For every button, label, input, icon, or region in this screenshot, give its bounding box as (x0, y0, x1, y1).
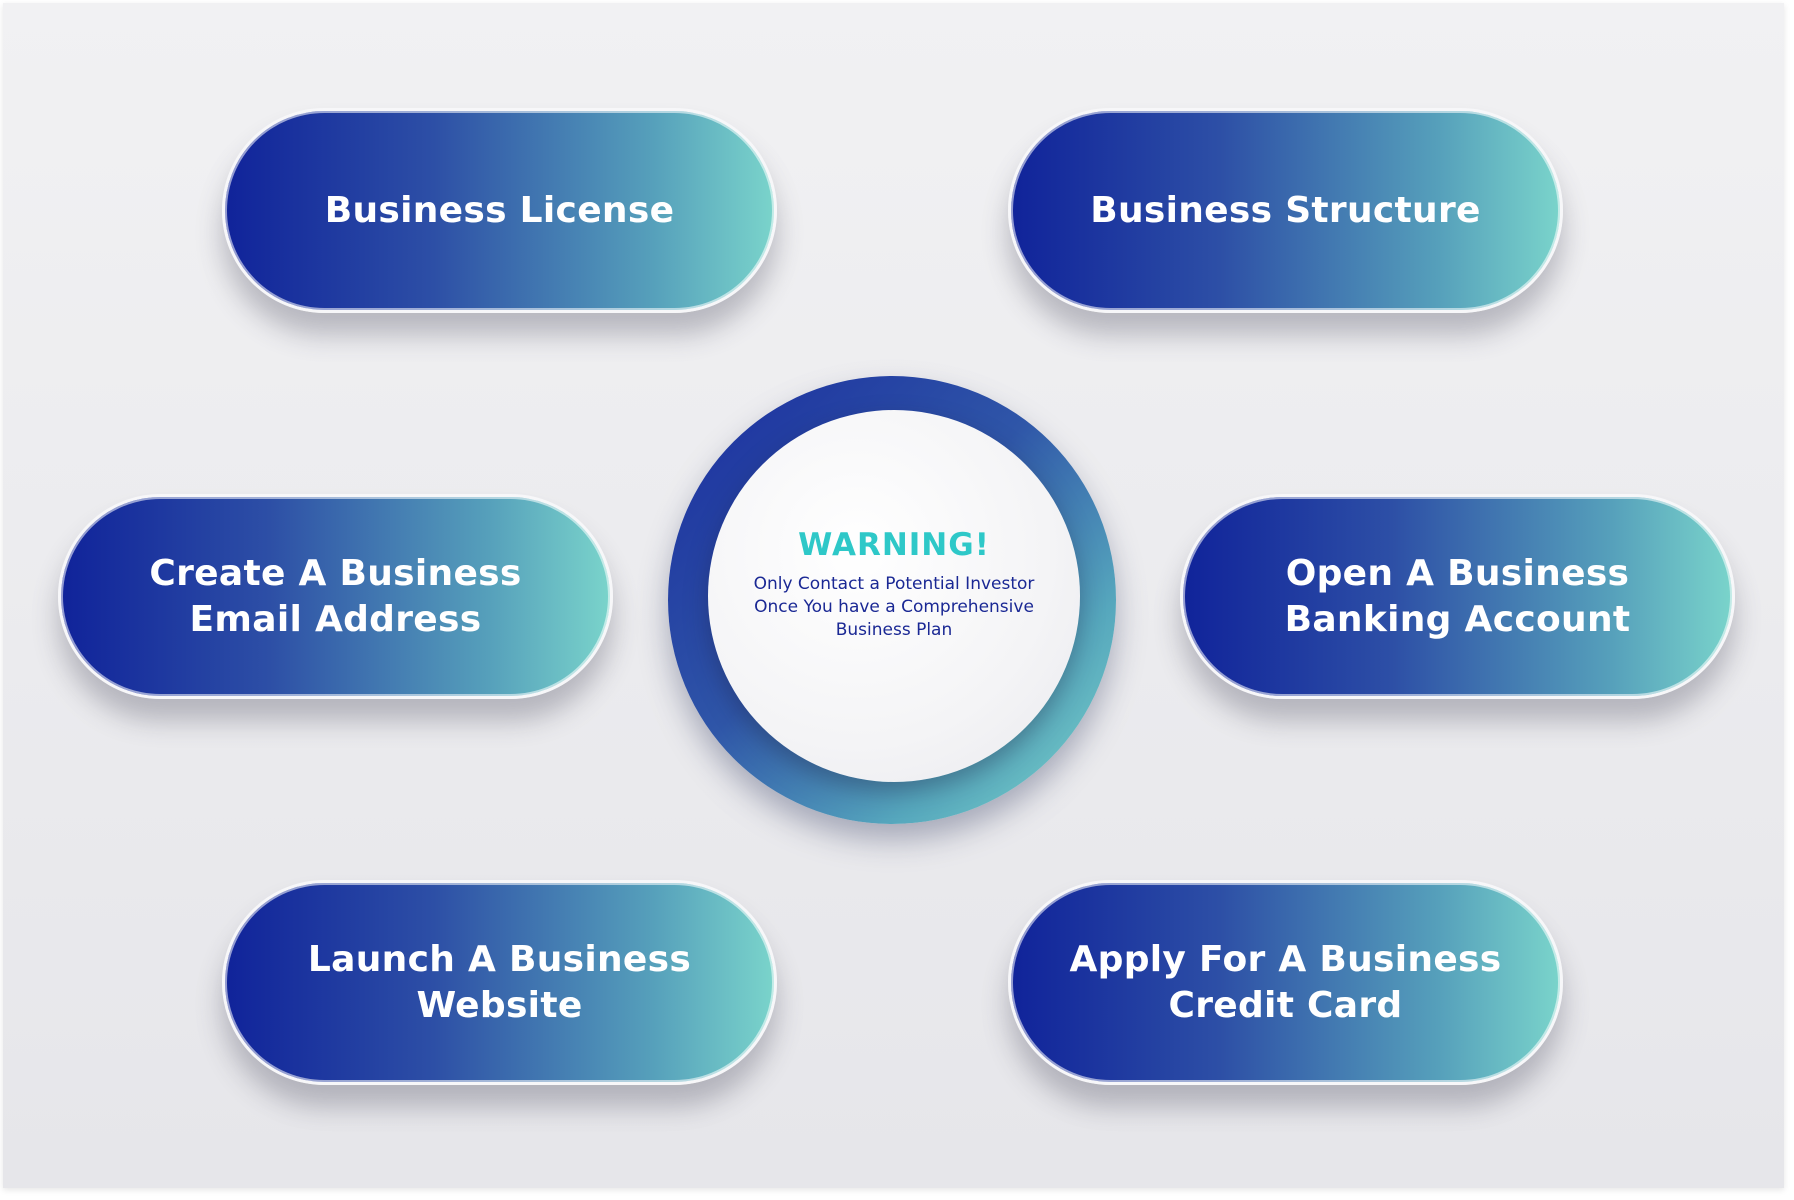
node-business-structure: Business Structure (1008, 108, 1563, 313)
node-label: Create A Business Email Address (149, 552, 522, 640)
node-business-email: Create A Business Email Address (58, 494, 613, 699)
node-label: Open A Business Banking Account (1284, 552, 1631, 640)
node-label: Business Structure (1090, 189, 1481, 231)
node-label: Apply For A Business Credit Card (1069, 938, 1502, 1026)
node-label: Launch A Business Website (307, 938, 692, 1026)
warning-title: WARNING! (798, 526, 990, 563)
center-warning-circle: WARNING! Only Contact a Potential Invest… (708, 410, 1080, 782)
node-business-credit-card: Apply For A Business Credit Card (1008, 880, 1563, 1085)
node-business-website: Launch A Business Website (222, 880, 777, 1085)
warning-text: Only Contact a Potential Investor Once Y… (753, 573, 1035, 640)
node-label: Business License (324, 189, 675, 231)
node-business-license: Business License (222, 108, 777, 313)
node-business-banking: Open A Business Banking Account (1180, 494, 1735, 699)
